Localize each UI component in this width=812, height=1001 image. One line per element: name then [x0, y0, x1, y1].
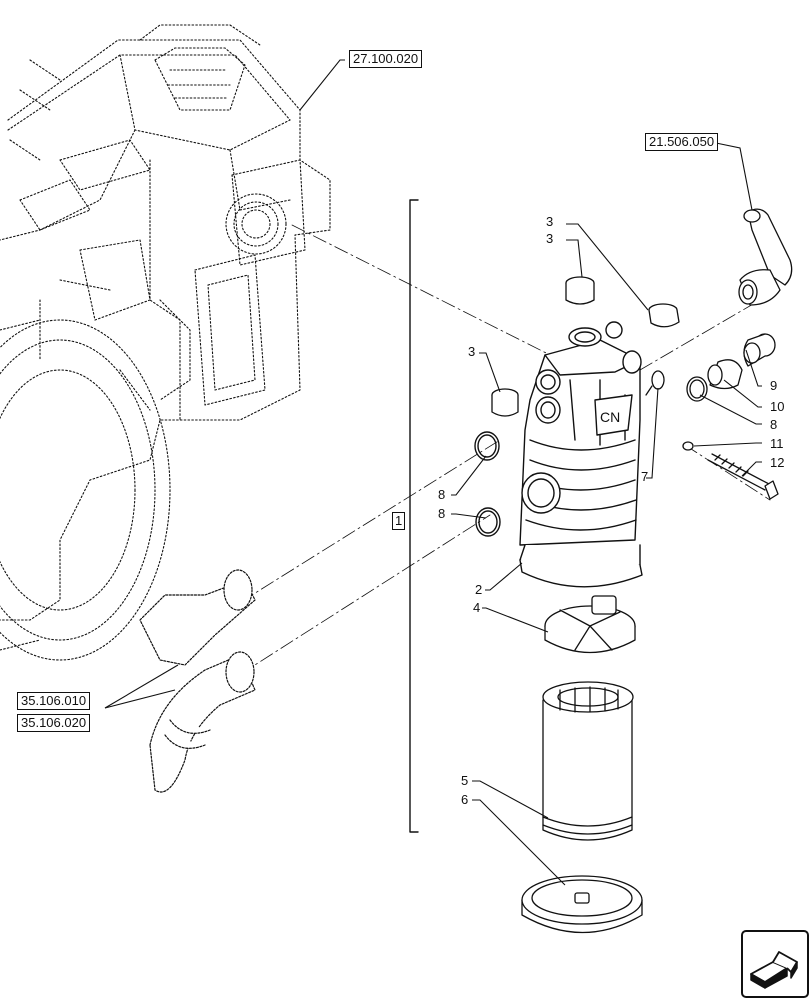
callout-10: 10 [770, 399, 785, 414]
callout-7: 7 [641, 469, 649, 484]
callout-6: 6 [461, 792, 469, 807]
callout-3-plug: 3 [546, 231, 554, 246]
right-fittings [686, 333, 776, 402]
callout-9: 9 [770, 378, 778, 393]
transmission-housing [0, 24, 331, 661]
leader-lines [104, 59, 762, 886]
next-page-button[interactable] [741, 930, 809, 998]
filter-cap [521, 875, 643, 934]
callout-4: 4 [473, 600, 481, 615]
callout-3-upper: 3 [546, 214, 554, 229]
ref-box-pipe-a[interactable]: 35.106.010 [17, 692, 91, 710]
callout-5: 5 [461, 773, 469, 788]
pipe-assemblies [139, 569, 256, 793]
svg-text:CN: CN [600, 409, 620, 425]
next-page-arrow-icon [750, 951, 798, 989]
ref-box-transmission[interactable]: 27.100.020 [349, 50, 423, 68]
filter-head-ports [521, 321, 642, 514]
callout-2: 2 [475, 582, 483, 597]
callout-12: 12 [770, 455, 785, 470]
callout-11: 11 [770, 436, 784, 451]
clip-part [645, 370, 665, 396]
callout-3-left: 3 [468, 344, 476, 359]
o-rings [474, 431, 501, 537]
plug-parts [491, 276, 680, 417]
alignment-lines [179, 224, 771, 701]
elbow-hose [738, 208, 793, 306]
assembly-bracket [409, 199, 419, 833]
callout-8-lower: 8 [438, 506, 446, 521]
assembly-label: 1 [392, 512, 406, 530]
washer-and-bolt [682, 441, 779, 500]
callout-8-right: 8 [770, 417, 778, 432]
filter-element [542, 681, 634, 841]
filter-insert [544, 595, 636, 654]
ref-box-hose[interactable]: 21.506.050 [645, 133, 719, 151]
ref-box-pipe-b[interactable]: 35.106.020 [17, 714, 91, 732]
callout-8-upper: 8 [438, 487, 446, 502]
